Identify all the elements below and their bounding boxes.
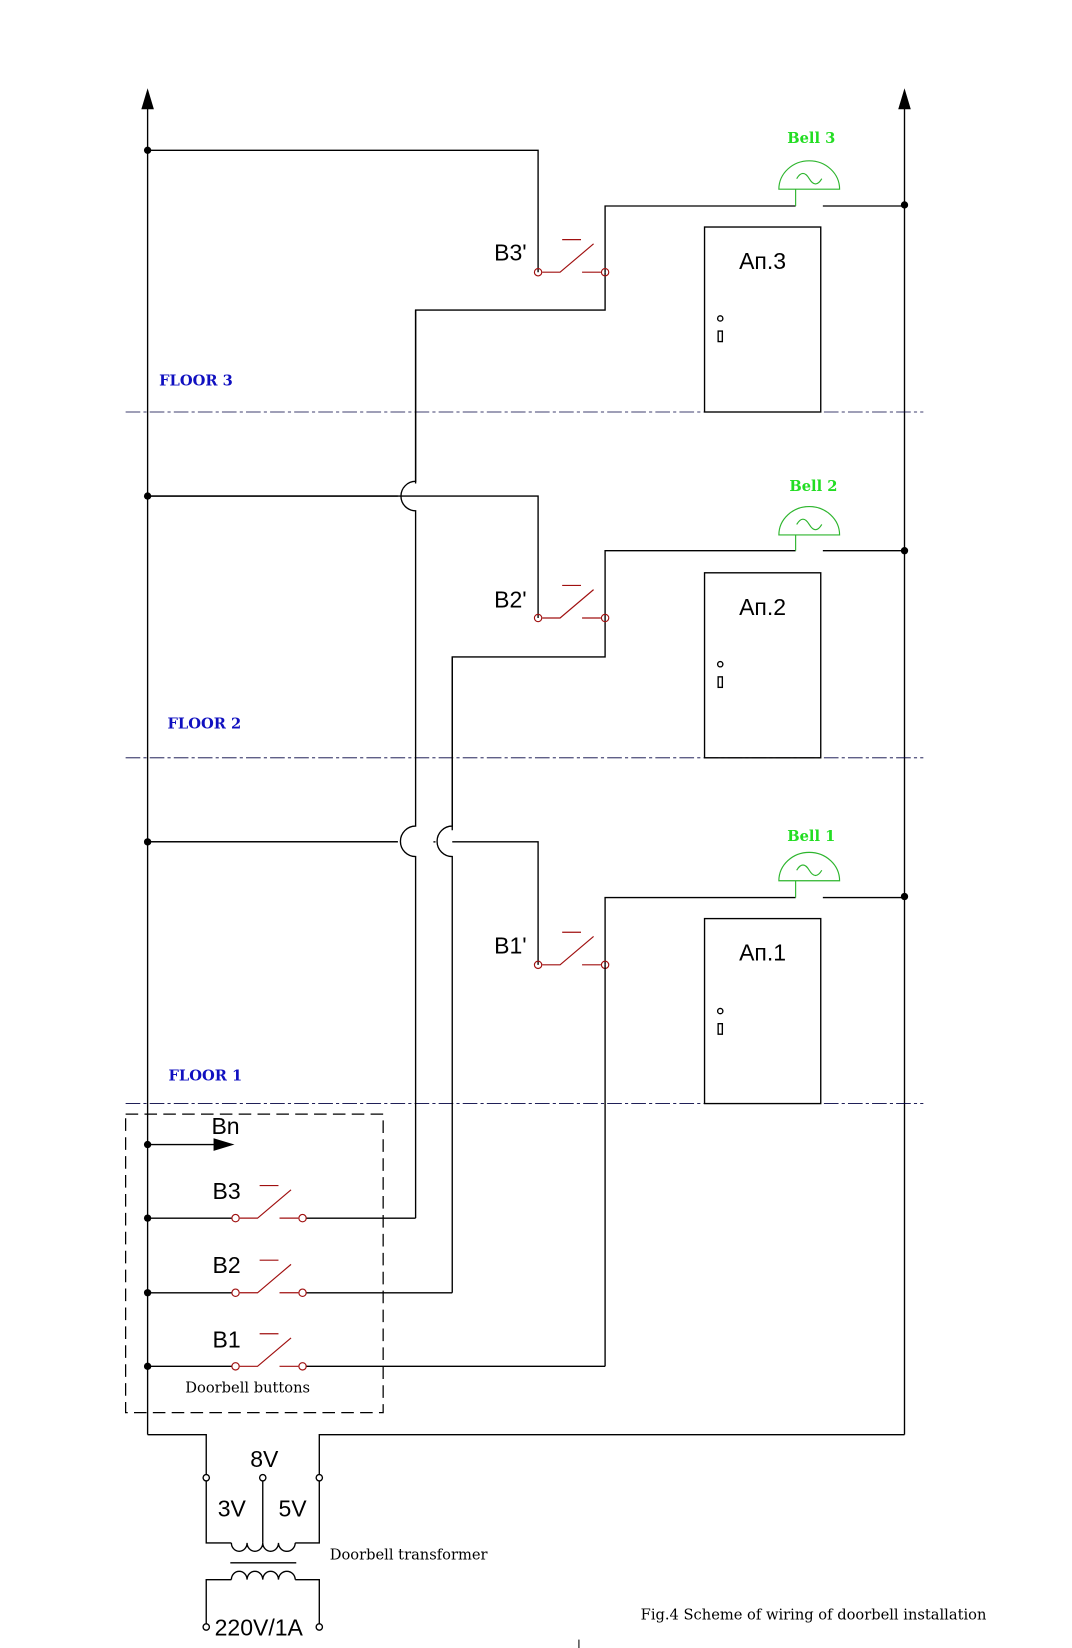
transformer-label: Doorbell transformer	[330, 1547, 489, 1564]
arrow-up-icon	[898, 88, 911, 110]
bn-label: Bn	[211, 1113, 239, 1139]
riser-b3	[399, 310, 417, 1219]
floor-button-label: B1'	[494, 932, 527, 958]
button-b3[interactable]: B3	[143, 1178, 416, 1223]
push-button-icon	[231, 1184, 307, 1223]
floor-label: FLOOR 3	[159, 373, 233, 390]
floor-button-label: B2'	[494, 586, 527, 612]
door-icon	[703, 572, 822, 759]
secondary-coil-icon	[230, 1542, 296, 1552]
floor-1-circuit: B1' Bell 1 Ап.1	[143, 828, 909, 1105]
bell-icon	[778, 160, 841, 206]
door-icon	[703, 226, 822, 413]
bell-icon	[778, 851, 841, 898]
push-button-icon	[533, 239, 610, 277]
bell-icon	[778, 506, 841, 551]
doorbell-transformer: 8V 3V 5V Doorbell transformer 220V/1A	[147, 1433, 905, 1640]
voltage-3v-label: 3V	[218, 1496, 247, 1522]
floor-button-label: B3'	[494, 240, 527, 266]
floor-label: FLOOR 2	[168, 715, 242, 732]
floor-2-circuit: B2' Bell 2 Ап.2	[143, 478, 909, 831]
voltage-8v-label: 8V	[250, 1446, 279, 1472]
push-button-icon	[231, 1259, 307, 1298]
push-button-icon	[533, 584, 610, 623]
bell-label: Bell 2	[789, 478, 837, 495]
apartment-label: Ап.2	[739, 594, 786, 620]
button-b2[interactable]: B2	[143, 1252, 453, 1298]
primary-coil-icon	[230, 1570, 296, 1580]
arrow-right-icon	[213, 1138, 235, 1151]
input-voltage-label: 220V/1A	[215, 1614, 304, 1640]
figure-caption: Fig.4 Scheme of wiring of doorbell insta…	[641, 1607, 987, 1624]
arrow-up-icon	[141, 88, 154, 110]
floor-3-circuit: B3' Bell 3 Ап.3	[143, 130, 909, 484]
button-b1[interactable]: B1	[143, 1326, 606, 1371]
voltage-5v-label: 5V	[278, 1496, 307, 1522]
button-label: B3	[213, 1178, 241, 1204]
apartment-label: Ап.1	[739, 940, 786, 966]
riser-b2	[436, 656, 453, 1293]
floor-label: FLOOR 1	[169, 1067, 243, 1084]
apartment-label: Ап.3	[739, 248, 786, 274]
push-button-icon	[231, 1333, 307, 1371]
push-button-icon	[533, 931, 610, 970]
button-label: B1	[213, 1326, 241, 1352]
button-panel-box	[124, 1113, 384, 1414]
bell-label: Bell 1	[787, 828, 835, 845]
door-icon	[703, 917, 822, 1105]
bell-label: Bell 3	[787, 130, 835, 147]
button-label: B2	[213, 1252, 241, 1278]
panel-label: Doorbell buttons	[185, 1380, 310, 1397]
